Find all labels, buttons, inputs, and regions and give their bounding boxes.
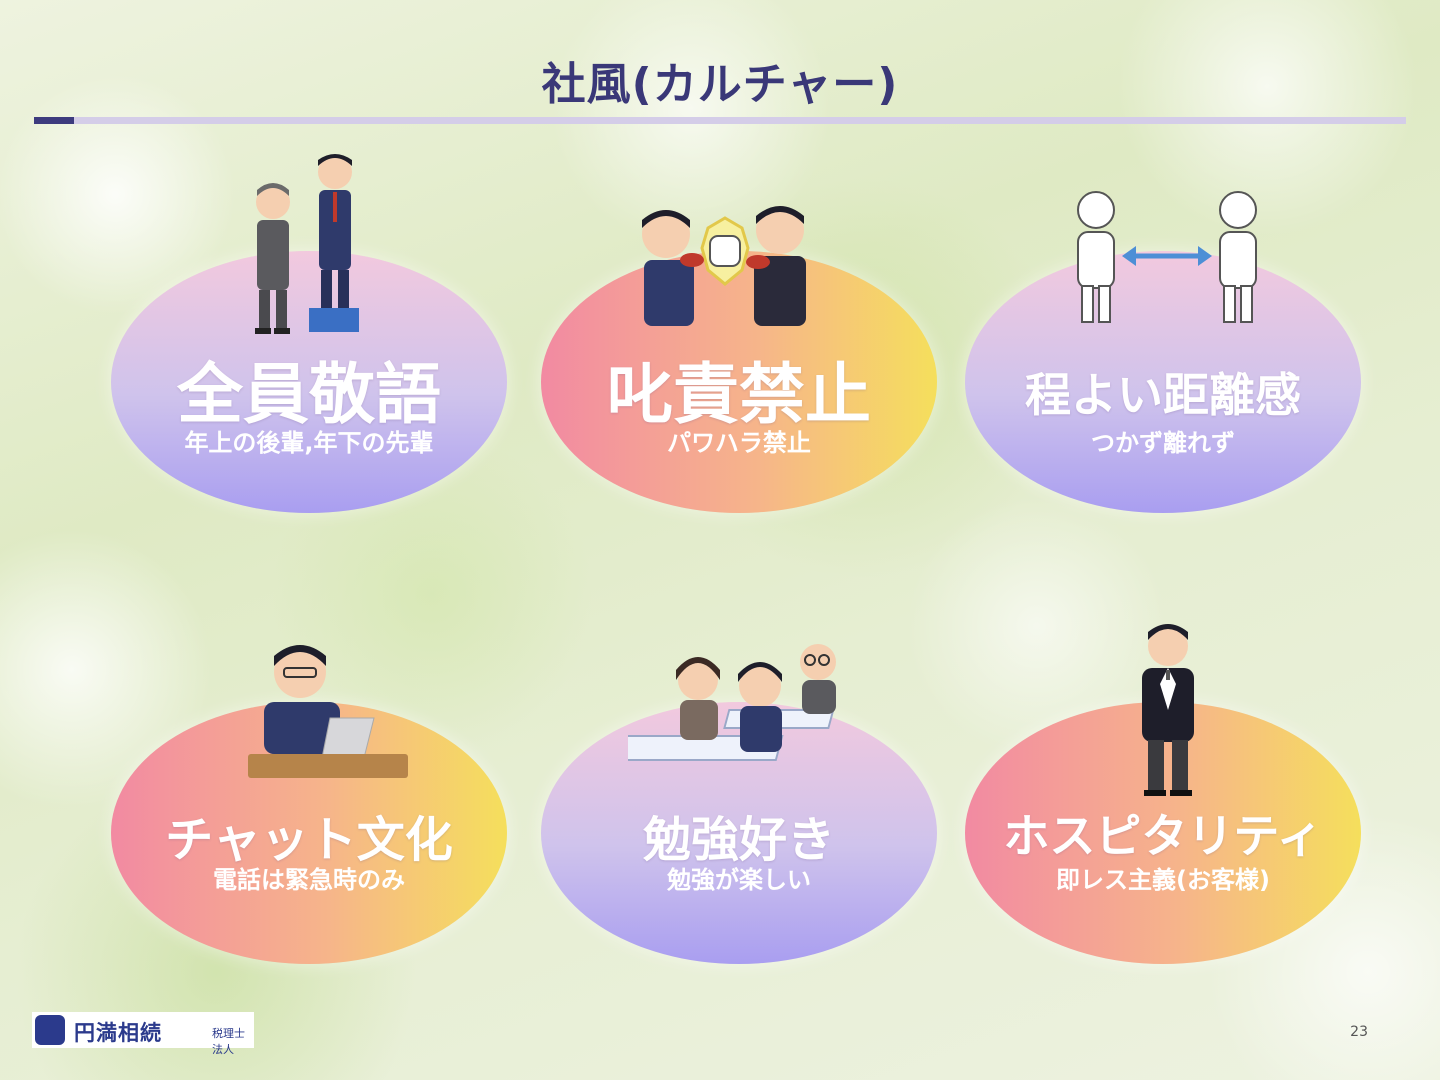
culture-card-title: 程よい距離感 [1025, 368, 1301, 422]
logo-name: 円満相続 [74, 1021, 162, 1045]
bowing-businessmen-icon [255, 154, 359, 334]
culture-card-keigo: 全員敬語 年上の後輩,年下の先輩 [111, 251, 507, 513]
culture-card-title: 勉強好き [642, 812, 835, 868]
culture-card-no-scolding: 叱責禁止 パワハラ禁止 [541, 251, 937, 513]
page-number: 23 [1350, 1024, 1368, 1040]
culture-card-distance: 程よい距離感 つかず離れず [965, 251, 1361, 513]
culture-card-subtitle: 即レス主義(お客様) [1056, 866, 1270, 894]
culture-card-subtitle: 年上の後輩,年下の先輩 [184, 429, 434, 457]
culture-card-subtitle: 勉強が楽しい [667, 866, 811, 894]
culture-card-subtitle: パワハラ禁止 [667, 429, 811, 457]
culture-card-title: チャット文化 [165, 812, 453, 868]
company-logo: 円満相続 税理士法人 [32, 1012, 254, 1056]
butler-icon [1142, 624, 1194, 796]
culture-card-subtitle: つかず離れず [1091, 429, 1235, 457]
slide-title: 社風(カルチャー) [541, 59, 899, 110]
logo-suffix: 税理士法人 [212, 1027, 245, 1056]
title-underline [34, 117, 1406, 124]
arguing-businessmen-icon [642, 206, 806, 326]
laptop-worker-icon [248, 645, 408, 778]
culture-card-subtitle: 電話は緊急時のみ [213, 866, 405, 894]
culture-card-title: 叱責禁止 [607, 356, 871, 433]
seminar-students-icon [628, 644, 836, 761]
title-underline-accent [34, 117, 74, 124]
culture-card-title: 全員敬語 [177, 356, 441, 433]
logo-mark-icon [35, 1015, 65, 1045]
culture-card-title: ホスピタリティ [1003, 809, 1323, 863]
distance-figures-icon [1077, 191, 1257, 323]
